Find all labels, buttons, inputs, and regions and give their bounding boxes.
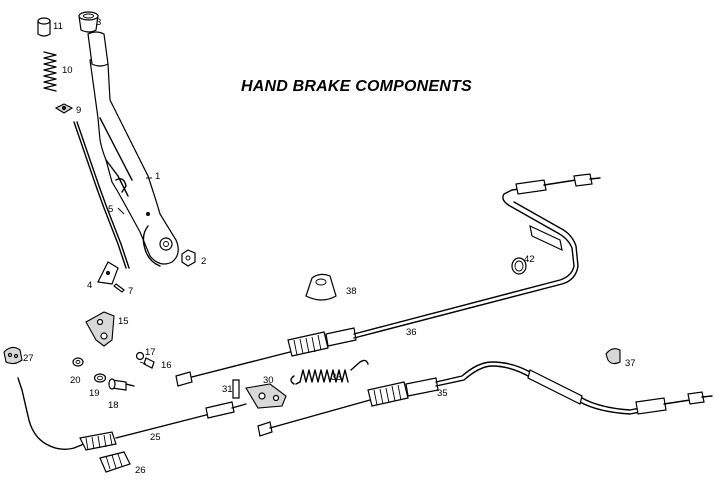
part-9-clip: [54, 103, 74, 114]
part-35-rear-cable-right: [257, 361, 713, 437]
callout-15: 15: [118, 316, 129, 327]
part-5-pull-rod: [73, 121, 130, 269]
part-33-spring: [290, 359, 369, 385]
callout-30: 30: [263, 375, 274, 386]
callout-42: 42: [524, 254, 535, 265]
part-37-clip: [605, 348, 621, 365]
part-15-plate: [85, 311, 115, 347]
callout-27: 27: [23, 353, 34, 364]
callout-33: 33: [331, 372, 342, 383]
part-25-front-cable: [17, 377, 247, 451]
callout-31: 31: [222, 384, 233, 395]
leader-lines: [117, 177, 152, 365]
callout-25: 25: [150, 432, 161, 443]
callout-17: 17: [145, 347, 156, 358]
part-4-bracket: [97, 261, 119, 285]
callout-36: 36: [406, 327, 417, 338]
part-31-pin: [232, 379, 240, 399]
callout-5: 5: [108, 204, 113, 215]
part-42-grommet: [511, 257, 527, 275]
diagram-title: HAND BRAKE COMPONENTS: [241, 78, 472, 95]
callout-11: 11: [53, 21, 63, 32]
part-2-nut: [181, 249, 196, 267]
part-19-ring: [93, 373, 107, 383]
callout-38: 38: [346, 286, 357, 297]
callouts: 11 3 10 9 1 5 2 4 7 15 17 16 20 19 18 27…: [23, 17, 636, 476]
callout-37: 37: [625, 358, 636, 369]
part-16-bolt: [135, 351, 155, 369]
callout-20: 20: [70, 375, 81, 386]
callout-19: 19: [89, 388, 100, 399]
part-36-rear-cable-left: [175, 173, 601, 387]
part-26-boot: [99, 451, 131, 473]
part-11-bushing: [37, 17, 51, 37]
callout-35: 35: [437, 388, 448, 399]
callout-10: 10: [62, 65, 73, 76]
part-3-cap: [78, 11, 99, 33]
callout-7: 7: [128, 286, 133, 297]
callout-26: 26: [135, 465, 146, 476]
callout-9: 9: [76, 105, 81, 116]
callout-4: 4: [87, 280, 92, 291]
callout-18: 18: [108, 400, 119, 411]
part-27-fitting: [3, 346, 23, 365]
part-7-pin: [113, 283, 125, 293]
callout-3: 3: [96, 17, 101, 28]
part-1-lever: [87, 31, 179, 267]
callout-16: 16: [161, 360, 172, 371]
part-30-equalizer: [245, 383, 287, 409]
part-18-bolt: [108, 378, 135, 391]
callout-1: 1: [155, 171, 160, 182]
part-38-cover: [305, 273, 337, 301]
part-10-spring: [43, 51, 57, 92]
part-20-washer: [72, 357, 84, 367]
callout-2: 2: [201, 256, 206, 267]
